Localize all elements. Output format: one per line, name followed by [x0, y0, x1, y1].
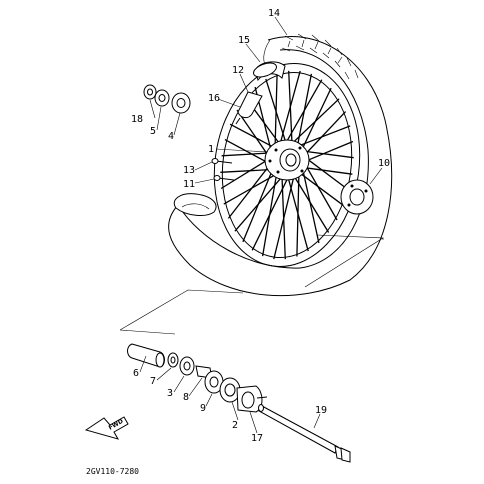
spoke — [229, 123, 277, 150]
callout-15: 15 — [238, 35, 250, 46]
spoke — [300, 166, 353, 175]
spoke — [301, 154, 350, 191]
spoke — [302, 140, 354, 163]
callout-4: 4 — [168, 131, 174, 142]
callout-labels: 14 15 12 16 1 18 5 4 13 11 10 6 7 3 8 9 … — [131, 8, 390, 444]
spoke — [302, 160, 338, 221]
callout-10: 10 — [378, 158, 390, 169]
axle-spacer-set — [127, 343, 268, 413]
spoke — [301, 165, 320, 244]
spokes — [220, 70, 354, 260]
spoke — [224, 139, 273, 166]
forward-direction-arrow-icon: FWD — [84, 416, 129, 440]
spoke — [220, 157, 272, 190]
callout-14: 14 — [268, 8, 280, 19]
callout-5: 5 — [150, 126, 156, 137]
spoke — [234, 174, 285, 232]
inner-tube — [235, 61, 286, 125]
callout-13: 13 — [183, 165, 195, 176]
leader-lines — [139, 16, 383, 434]
spoke — [297, 170, 345, 207]
callout-16: 16 — [208, 93, 220, 104]
spoke — [299, 149, 354, 159]
assembly-guide-lines — [119, 234, 384, 335]
callout-18: 18 — [131, 114, 143, 125]
hub — [264, 139, 310, 181]
callout-6: 6 — [133, 368, 139, 379]
spoke — [289, 98, 340, 146]
upper-spacer-set — [143, 84, 191, 114]
front-axle — [258, 404, 351, 463]
callout-8: 8 — [183, 392, 189, 403]
spoke — [227, 162, 272, 219]
document-code: 2GV110-7280 — [86, 467, 139, 476]
hub-bolts — [211, 158, 235, 181]
tire — [168, 33, 393, 297]
callout-3: 3 — [167, 388, 173, 399]
callout-19: 19 — [315, 405, 327, 416]
callout-17: 17 — [251, 433, 263, 444]
spoke — [220, 168, 275, 173]
spoke — [274, 73, 278, 151]
spoke — [221, 152, 274, 157]
callout-12: 12 — [232, 65, 244, 76]
spoke — [302, 111, 347, 158]
spoke — [223, 172, 280, 205]
spoke — [273, 173, 296, 260]
callout-7: 7 — [150, 376, 156, 387]
spoke — [295, 125, 351, 148]
spoke — [278, 70, 301, 147]
spoke — [284, 79, 323, 146]
spoke — [236, 109, 272, 160]
spoke — [251, 174, 290, 251]
callout-1: 1 — [208, 144, 214, 155]
hub-cover-10 — [340, 179, 374, 215]
spoke — [296, 169, 300, 257]
callout-11: 11 — [183, 179, 195, 190]
callout-9: 9 — [200, 403, 206, 414]
callout-2: 2 — [232, 420, 238, 431]
